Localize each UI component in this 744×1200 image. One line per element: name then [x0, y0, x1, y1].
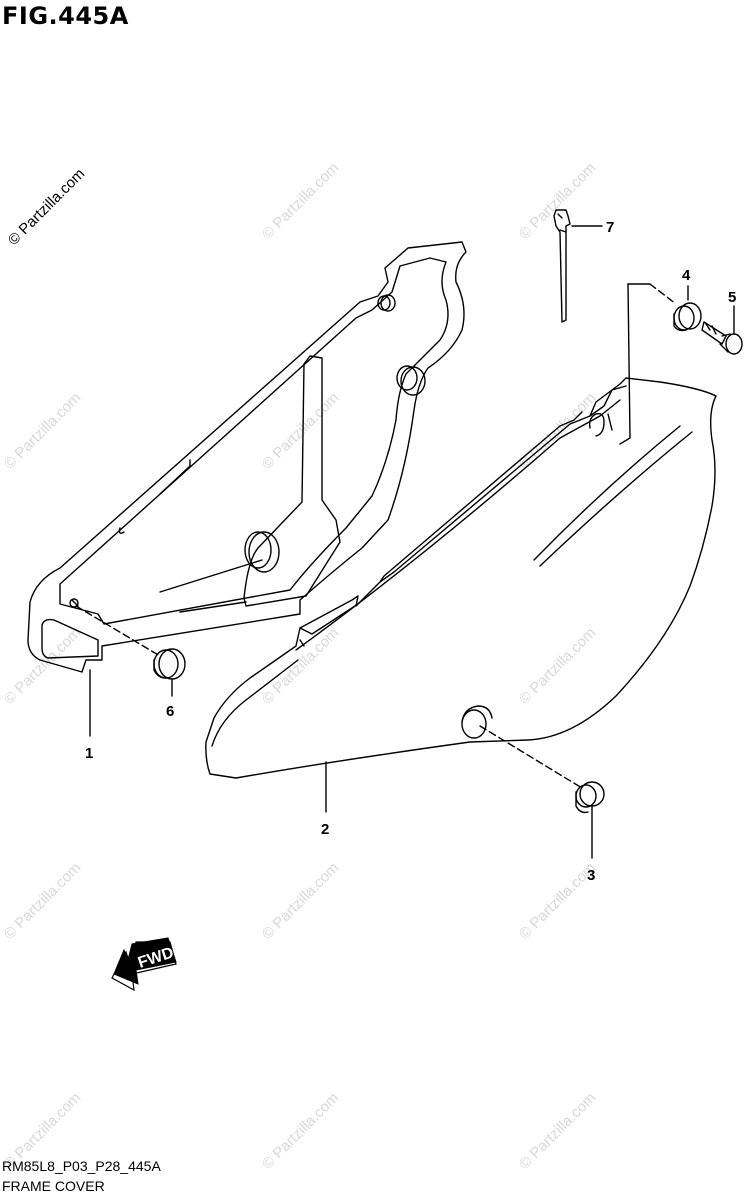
- grommet-6: [153, 648, 186, 680]
- watermark: © Partzilla.com: [259, 159, 342, 242]
- watermark: © Partzilla.com: [516, 1089, 599, 1172]
- callout-labels: 1 2 3 4 5 6 7: [85, 219, 736, 884]
- frame-cover-left: [27, 241, 467, 673]
- watermark-primary: © Partzilla.com: [5, 165, 88, 248]
- watermark: © Partzilla.com: [1, 859, 84, 942]
- figure-name: FRAME COVER: [2, 1178, 105, 1194]
- watermark: © Partzilla.com: [516, 389, 599, 472]
- watermark-group: © Partzilla.com © Partzilla.com © Partzi…: [1, 159, 599, 1172]
- grommet-4: [673, 302, 702, 332]
- figure-title: FIG.445A: [2, 2, 129, 30]
- watermark: © Partzilla.com: [516, 624, 599, 707]
- cable-tie-7: [553, 209, 571, 323]
- forward-arrow-icon: FWD: [111, 937, 177, 992]
- callout-4: 4: [682, 267, 691, 284]
- callout-6: 6: [166, 703, 174, 720]
- watermark: © Partzilla.com: [1, 389, 84, 472]
- watermark: © Partzilla.com: [259, 624, 342, 707]
- callout-3: 3: [587, 867, 595, 884]
- frame-cover-right: [205, 377, 717, 779]
- callout-5: 5: [728, 289, 736, 306]
- watermark: © Partzilla.com: [516, 159, 599, 242]
- callout-1: 1: [85, 745, 93, 762]
- callout-2: 2: [321, 821, 329, 838]
- watermark: © Partzilla.com: [259, 389, 342, 472]
- callout-7: 7: [606, 219, 614, 236]
- watermark: © Partzilla.com: [259, 859, 342, 942]
- leader-lines: [75, 225, 735, 859]
- watermark: © Partzilla.com: [259, 1089, 342, 1172]
- bolt-5: [701, 321, 743, 355]
- figure-code: RM85L8_P03_P28_445A: [2, 1158, 161, 1174]
